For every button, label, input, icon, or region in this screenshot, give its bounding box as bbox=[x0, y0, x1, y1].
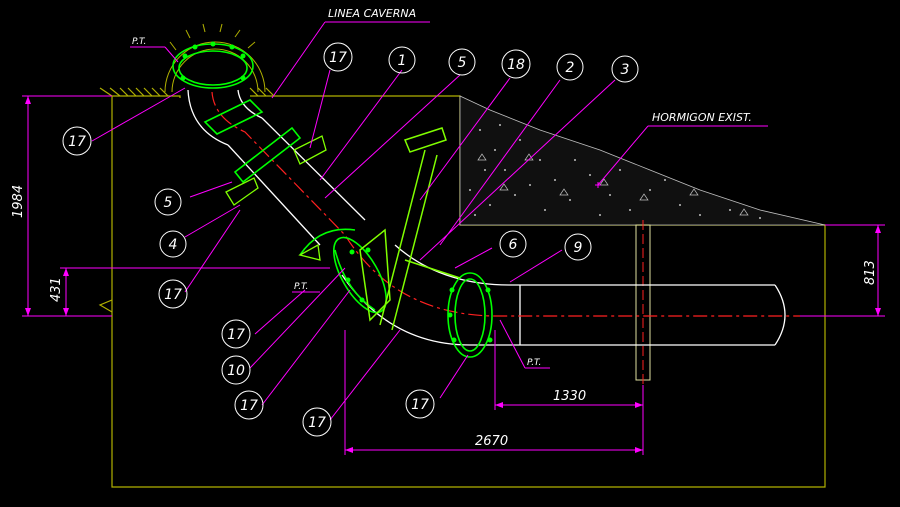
anchor-bar bbox=[635, 220, 651, 385]
pt-label-middle: P.T. bbox=[294, 282, 308, 292]
callout-4: 4 bbox=[169, 237, 178, 253]
concrete-marker bbox=[595, 182, 601, 188]
dimension-total-height: 1984 bbox=[11, 185, 26, 218]
dimension-right-height: 813 bbox=[863, 260, 878, 285]
callout-17-g: 17 bbox=[411, 397, 429, 413]
dimension-horizontal-long: 2670 bbox=[475, 434, 508, 449]
pipe-upper-bend bbox=[187, 89, 366, 246]
dimension-ticks bbox=[25, 96, 881, 453]
callout-17-c: 17 bbox=[164, 287, 182, 303]
pt-label-top: P.T. bbox=[132, 37, 146, 47]
saddle-supports bbox=[225, 135, 327, 261]
dimension-left-height: 431 bbox=[49, 277, 64, 302]
existing-concrete-label: HORMIGON EXIST. bbox=[652, 111, 752, 124]
callout-18: 18 bbox=[507, 57, 525, 73]
callout-2: 2 bbox=[566, 60, 575, 76]
callout-leaders bbox=[91, 69, 616, 421]
callout-10: 10 bbox=[227, 363, 245, 379]
dimension-horizontal-short: 1330 bbox=[553, 389, 586, 404]
callout-5-a: 5 bbox=[458, 55, 467, 71]
support-strut bbox=[359, 127, 461, 331]
callout-3: 3 bbox=[621, 62, 630, 78]
pipe-flanges bbox=[172, 43, 493, 358]
callout-17-e: 17 bbox=[240, 398, 258, 414]
dimension-lines bbox=[22, 95, 885, 455]
callout-17-f: 17 bbox=[308, 415, 326, 431]
callout-6: 6 bbox=[509, 237, 518, 253]
cavern-line-label: LINEA CAVERNA bbox=[328, 7, 416, 20]
annotation-leaders bbox=[130, 21, 768, 369]
callout-1: 1 bbox=[398, 53, 407, 69]
callout-17-b: 17 bbox=[329, 50, 347, 66]
callout-9: 9 bbox=[574, 240, 583, 256]
existing-concrete bbox=[459, 95, 826, 226]
callout-5-b: 5 bbox=[164, 195, 173, 211]
flange-bolts bbox=[180, 41, 493, 343]
pt-label-bottom: P.T. bbox=[527, 358, 541, 368]
callout-numbers: 17 17 1 5 18 2 3 5 4 17 6 9 17 10 17 17 … bbox=[68, 50, 629, 431]
callout-bubbles bbox=[62, 42, 639, 437]
callout-17-d: 17 bbox=[227, 327, 245, 343]
callout-17-a: 17 bbox=[68, 134, 86, 150]
